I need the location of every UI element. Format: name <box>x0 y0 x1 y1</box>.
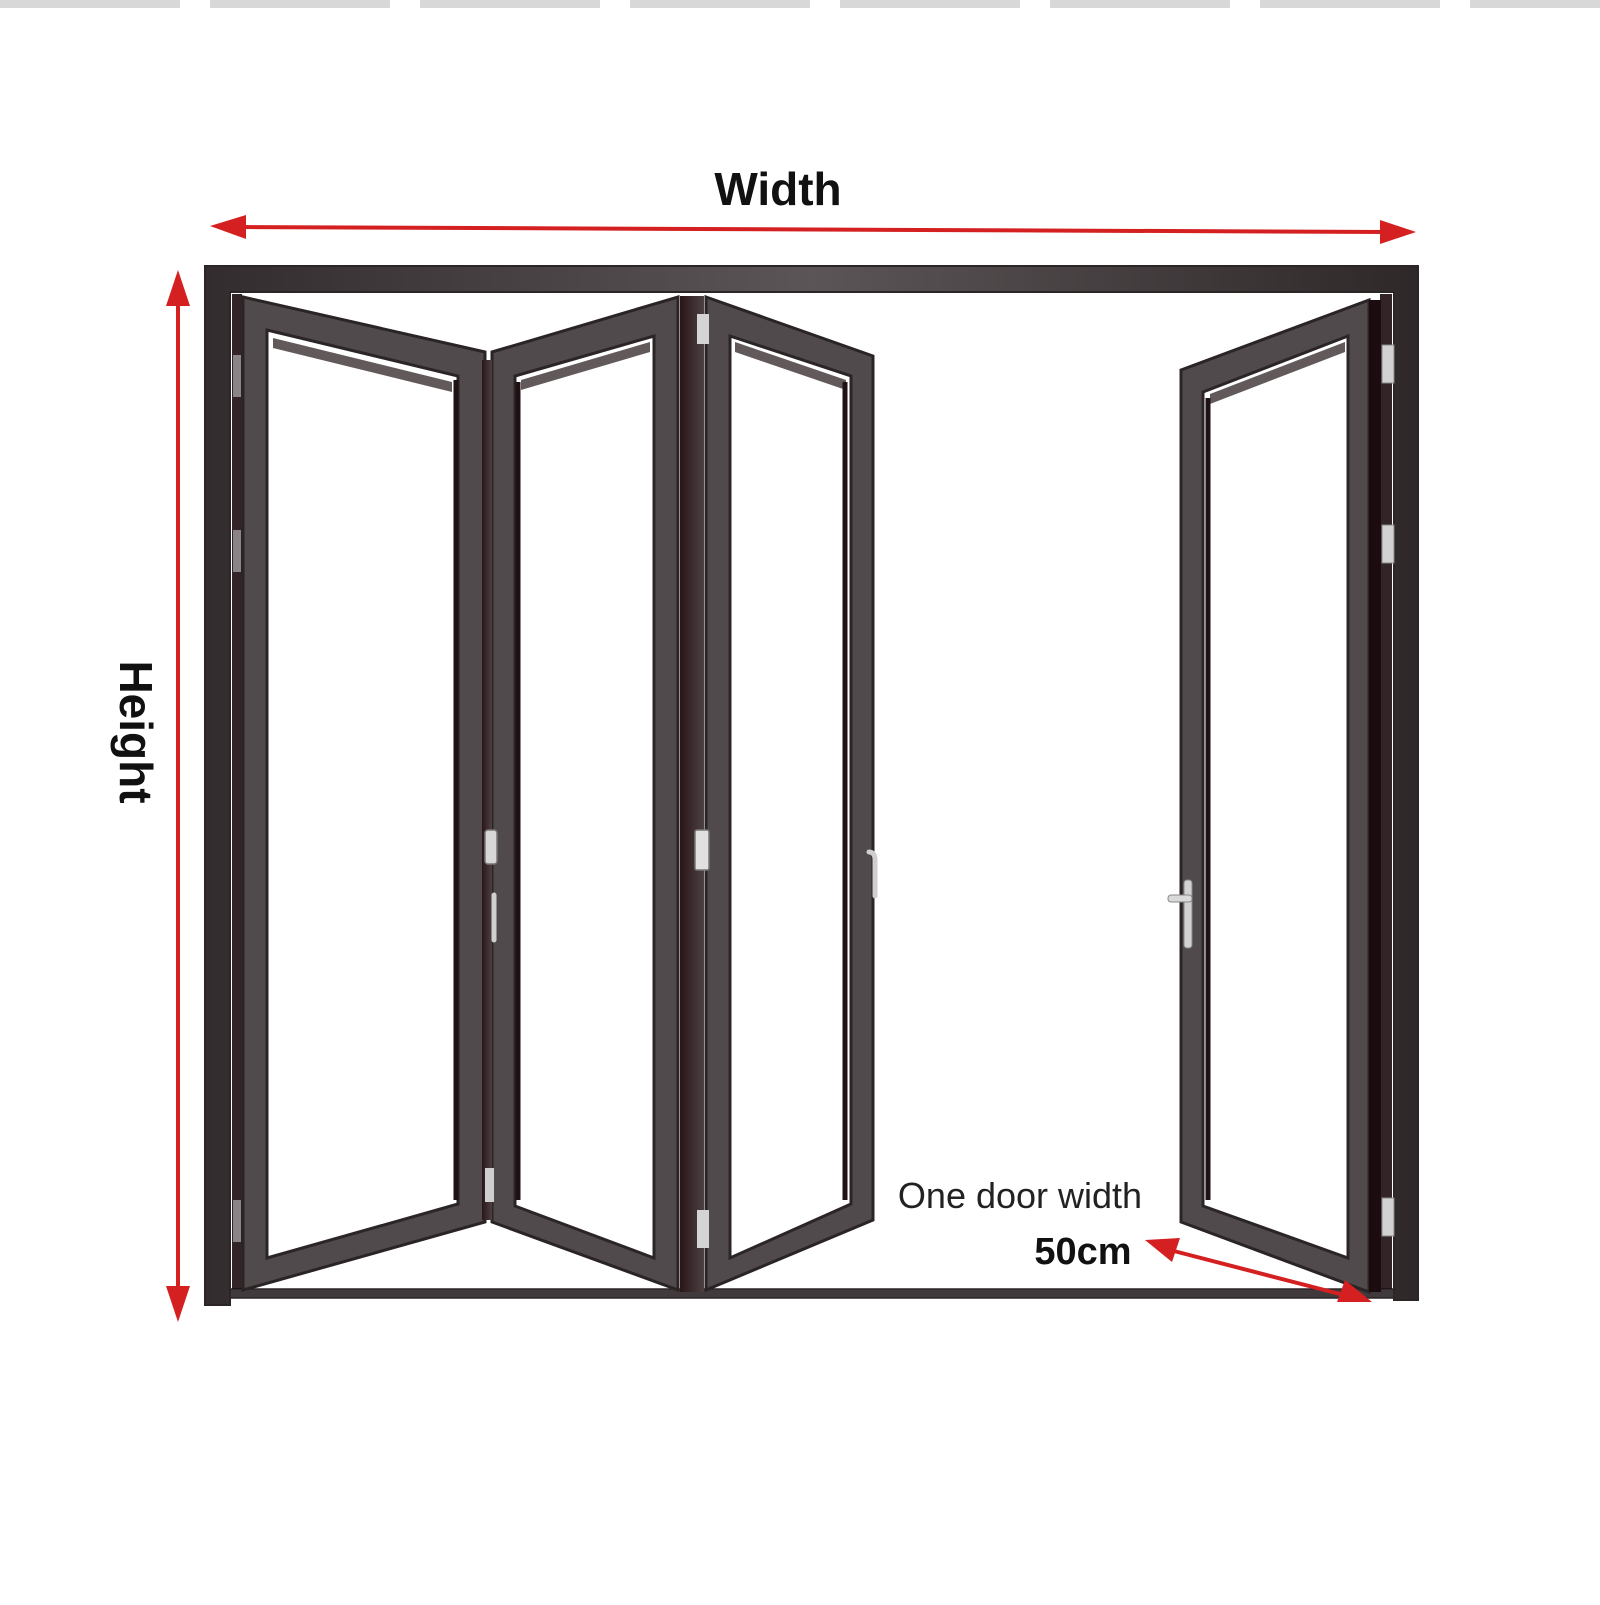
door-panel-2 <box>482 294 680 1293</box>
hinge-icon <box>485 1168 494 1202</box>
arrow-head-icon <box>1337 1280 1372 1302</box>
door-panel-1 <box>241 295 487 1292</box>
height-label: Height <box>110 660 162 803</box>
hinge-icon <box>1381 344 1395 384</box>
fold-latch-icon <box>484 829 498 865</box>
left-jamb-shadow <box>232 294 242 1289</box>
top-border-strip <box>0 0 1600 8</box>
width-label: Width <box>714 163 841 215</box>
hinge-icon <box>233 530 241 572</box>
one-door-width-label: One door width <box>898 1175 1142 1216</box>
height-dimension-arrow <box>166 270 190 1322</box>
left-jamb-hinges <box>233 355 241 1242</box>
door-panel-3 <box>680 294 875 1293</box>
lever-handle-icon <box>1167 879 1193 949</box>
right-jamb-shadow <box>1380 294 1392 1289</box>
hinge-icon <box>697 1210 709 1248</box>
pull-handle-icon <box>866 849 878 899</box>
hinge-icon <box>233 1200 241 1242</box>
arrow-up-head-icon <box>166 270 190 306</box>
hinge-icon <box>1381 1197 1395 1237</box>
width-dimension-arrow <box>210 215 1416 244</box>
door-size-label: 50cm <box>1034 1231 1131 1273</box>
fold-gap-2-3 <box>680 296 704 1292</box>
fold-gap-1-2 <box>482 360 492 1220</box>
arrow-head-icon <box>1145 1238 1180 1262</box>
arrow-down-head-icon <box>166 1286 190 1322</box>
door-panel-4-swing <box>1179 297 1381 1295</box>
arrow-left-head-icon <box>210 215 246 239</box>
hinge-icon <box>697 314 709 344</box>
door-width-arrow <box>1145 1238 1372 1302</box>
hinge-icon <box>694 829 710 871</box>
swing-panel-edge <box>1369 300 1381 1292</box>
door-threshold <box>229 1288 1395 1299</box>
hinge-icon <box>1381 524 1395 564</box>
arrow-right-head-icon <box>1380 220 1416 244</box>
hinge-icon <box>233 355 241 397</box>
door-hardware <box>484 314 1395 1248</box>
